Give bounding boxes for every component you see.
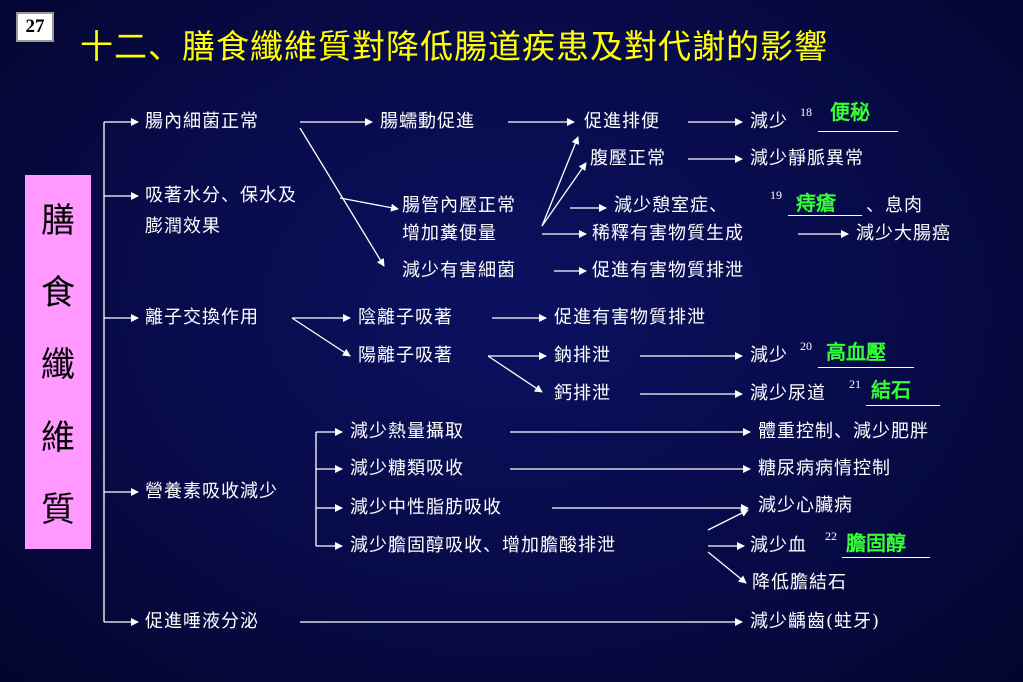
- answer-blank: [818, 367, 914, 368]
- node-cation-absorb: 陽離子吸著: [358, 345, 453, 366]
- node-weight-control: 體重控制、減少肥胖: [758, 421, 929, 442]
- node-reduce-constipation: 減少: [750, 111, 788, 132]
- ref-21: 21: [849, 377, 861, 391]
- node-increase-stool: 增加糞便量: [402, 223, 497, 244]
- arrow: [339, 197, 399, 212]
- node-sodium-excrete: 鈉排泄: [554, 345, 611, 366]
- node-reduce-heart: 減少心臟病: [758, 495, 853, 516]
- node-reduce-harmful-bacteria: 減少有害細菌: [402, 260, 516, 281]
- ref-18: 18: [800, 105, 812, 119]
- node-calcium-excrete: 鈣排泄: [554, 383, 611, 404]
- node-reduce-urinary: 減少尿道: [750, 383, 826, 404]
- answer-blank: [866, 405, 940, 406]
- node-ion-exchange: 離子交換作用: [145, 307, 259, 328]
- arrow: [487, 355, 543, 393]
- node-anion-absorb: 陰離子吸著: [358, 307, 453, 328]
- node-reduce-sugar: 減少糖類吸收: [350, 458, 464, 479]
- page-title: 十二、膳食纖維質對降低腸道疾患及對代謝的影響: [80, 27, 828, 66]
- side-char: 食: [41, 273, 75, 314]
- answer-hemorrhoids: 痔瘡: [796, 191, 836, 215]
- node-promote-defecation: 促進排便: [584, 111, 660, 132]
- answer-blank: [818, 131, 898, 132]
- side-char: 膳: [41, 200, 75, 241]
- answer-blank: [842, 557, 930, 558]
- node-lower-gallstone: 降低膽結石: [752, 572, 847, 593]
- node-reduce-varicose: 減少靜脈異常: [750, 148, 864, 169]
- page-number: 27: [16, 12, 54, 42]
- node-saliva: 促進唾液分泌: [145, 611, 259, 632]
- node-polyp: 、息肉: [866, 195, 923, 216]
- dietary-fiber-label-box: 膳 食 纖 維 質: [25, 175, 91, 549]
- node-promote-excrete-harmful: 促進有害物質排泄: [554, 307, 706, 328]
- node-reduce-colon-cancer: 減少大腸癌: [856, 223, 951, 244]
- node-reduce-hypertension: 減少: [750, 345, 788, 366]
- node-promote-excrete-harmful: 促進有害物質排泄: [592, 260, 744, 281]
- node-dilute-harmful: 稀釋有害物質生成: [592, 223, 744, 244]
- ref-19: 19: [770, 188, 782, 202]
- arrow: [707, 509, 749, 531]
- node-water-absorb-2: 膨潤效果: [145, 216, 221, 237]
- arrow: [541, 136, 580, 227]
- answer-constipation: 便秘: [830, 100, 870, 124]
- ref-22: 22: [825, 529, 837, 543]
- node-reduce-cholesterol: 減少膽固醇吸收、增加膽酸排泄: [350, 535, 616, 556]
- answer-stone: 結石: [871, 378, 911, 402]
- node-abd-pressure: 腹壓正常: [590, 148, 666, 169]
- arrow: [541, 162, 587, 227]
- node-reduce-calorie: 減少熱量攝取: [350, 421, 464, 442]
- node-peristalsis: 腸蠕動促進: [380, 111, 475, 132]
- node-diabetes-control: 糖尿病病情控制: [758, 458, 891, 479]
- node-reduce-caries: 減少齲齒(蛀牙): [750, 611, 881, 632]
- arrow: [291, 317, 351, 357]
- node-gut-bacteria: 腸內細菌正常: [145, 111, 259, 132]
- ref-20: 20: [800, 339, 812, 353]
- side-char: 維: [41, 417, 75, 458]
- arrow: [299, 127, 385, 267]
- side-char: 質: [41, 490, 75, 531]
- node-intestinal-pressure: 腸管內壓正常: [402, 195, 516, 216]
- side-char: 纖: [41, 345, 75, 386]
- answer-blank: [788, 215, 862, 216]
- node-reduce-blood: 減少血: [750, 535, 807, 556]
- node-nutrient-absorb: 營養素吸收減少: [145, 481, 278, 502]
- node-reduce-fat: 減少中性脂肪吸收: [350, 497, 502, 518]
- node-water-absorb: 吸著水分、保水及: [145, 185, 297, 206]
- answer-hypertension: 高血壓: [826, 340, 886, 364]
- answer-cholesterol: 膽固醇: [846, 531, 906, 555]
- arrow: [707, 551, 747, 584]
- node-reduce-diverticulum: 減少憩室症、: [614, 195, 728, 216]
